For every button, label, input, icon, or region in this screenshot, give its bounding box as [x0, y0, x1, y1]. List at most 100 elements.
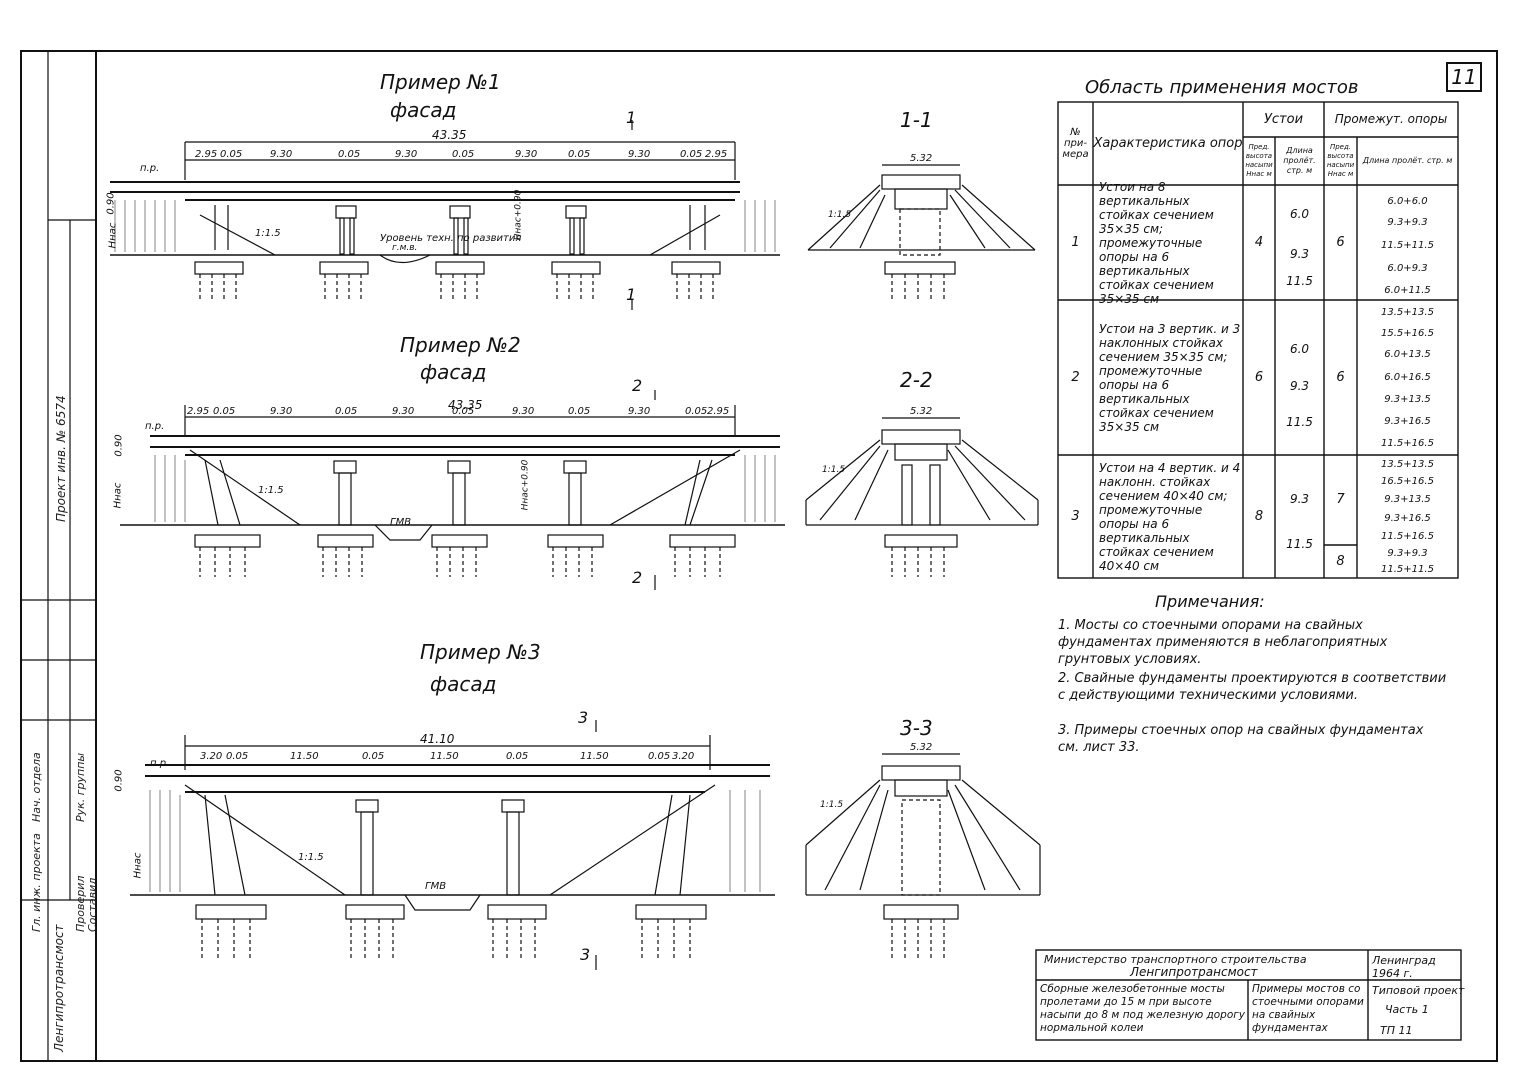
row-3-pier-height: 8 — [1336, 553, 1345, 569]
section-width: 5.32 — [910, 153, 933, 164]
example-3-facade — [130, 720, 775, 970]
slope-label: 1:1.5 — [255, 228, 281, 239]
span-dimension: 9.30 — [270, 406, 293, 417]
span-dimension: 9.30 — [515, 149, 538, 160]
row-2-pier-len: 15.5+16.5 — [1381, 328, 1434, 339]
row-2-pier-len: 6.0+13.5 — [1384, 349, 1431, 360]
embankment-height-label: Hнас — [107, 222, 119, 249]
drawing-inner-border — [95, 52, 1498, 1060]
sheet-number-box: 11 — [1446, 62, 1482, 92]
header-abut-height: Пред. высота насыпи Hнас м — [1245, 143, 1273, 178]
row-3-pier-len: 13.5+13.5 — [1381, 459, 1434, 470]
example-1-title: Пример №1 — [380, 70, 501, 94]
row-1-pier-len: 6.0+11.5 — [1384, 285, 1431, 296]
header-pier-height: Пред. высота насыпи Hнас м — [1326, 143, 1355, 178]
row-1-desc: Устои на 8 вертикальных стойках сечением… — [1099, 179, 1214, 306]
example-3-subtitle: фасад — [430, 672, 497, 696]
total-length: 43.35 — [432, 128, 467, 142]
span-dimension: 2.95 — [187, 406, 210, 417]
example-2-title: Пример №2 — [400, 333, 521, 357]
gmv-label: ГМВ — [390, 517, 412, 528]
drawing-frame — [20, 50, 1498, 1062]
sheet-number: 11 — [1451, 65, 1477, 89]
table-title: Область применения мостов — [1085, 77, 1359, 98]
section-mark: 3 — [580, 945, 591, 964]
row-1-pier-len: 6.0+9.3 — [1387, 263, 1428, 274]
header-abut-length: Длина пролёт. стр. м — [1283, 146, 1316, 175]
span-dimension: 11.50 — [290, 751, 319, 762]
row-2-pier-len: 13.5+13.5 — [1381, 307, 1434, 318]
example-1-subtitle: фасад — [390, 98, 457, 122]
example-2-subtitle: фасад — [420, 360, 487, 384]
notes-title: Примечания: — [1155, 592, 1265, 611]
span-dimension: 0.05 — [648, 751, 671, 762]
water-level-label: Уровень техн. по развития — [380, 233, 522, 244]
example-3-title: Пример №3 — [420, 640, 541, 664]
row-2-pier-len: 11.5+16.5 — [1381, 438, 1434, 449]
section-mark: 2 — [632, 568, 643, 587]
row-1-abut-len: 9.3 — [1289, 247, 1310, 261]
total-length: 43.35 — [448, 398, 483, 412]
slope-label: 1:1.5 — [298, 852, 324, 863]
row-3-pier-len: 9.3+13.5 — [1384, 494, 1431, 505]
section-slope: 1:1.5 — [820, 800, 844, 810]
gmv-label: ГМВ — [425, 881, 447, 892]
row-3-abut-len: 9.3 — [1289, 492, 1310, 506]
row-1-abut-len: 11.5 — [1286, 274, 1313, 288]
section-3-title: 3-3 — [900, 716, 933, 740]
span-dimension: 11.50 — [430, 751, 459, 762]
row-3-pier-height: 7 — [1336, 492, 1345, 507]
row-2-abut-len: 9.3 — [1289, 379, 1310, 393]
row-3-pier-len: 11.5+16.5 — [1381, 531, 1434, 542]
row-1-pier-len: 6.0+6.0 — [1387, 196, 1428, 207]
height-label: 0.90 — [105, 192, 117, 215]
span-dimension: 0.05 — [362, 751, 385, 762]
row-3-pier-len: 11.5+11.5 — [1381, 564, 1434, 575]
section-mark: 3 — [578, 708, 589, 727]
span-dimension: 2.95 — [707, 406, 730, 417]
span-dimension: 9.30 — [628, 149, 651, 160]
row-2-num: 2 — [1071, 369, 1080, 385]
title-block-code: ТП 11 — [1380, 1024, 1413, 1037]
span-dimension: 0.05 — [568, 406, 591, 417]
section-3-3 — [805, 753, 1041, 959]
span-dimension: 0.05 — [680, 149, 703, 160]
span-dimension: 0.05 — [568, 149, 591, 160]
example-2-facade — [120, 390, 785, 590]
span-dimension: 0.05 — [220, 149, 243, 160]
pier-height-label: Hнас+0.90 — [520, 459, 531, 511]
example-1-facade — [110, 120, 780, 310]
title-block-sheet-desc: Примеры мостов со стоечными опорами на с… — [1252, 983, 1364, 1034]
header-num: № при-мера — [1062, 127, 1089, 160]
span-dimension: 11.50 — [580, 751, 609, 762]
row-3-pier-len: 16.5+16.5 — [1381, 476, 1434, 487]
title-block-ministry: Министерство транспортного строительства — [1044, 953, 1307, 966]
row-1-pier-len: 11.5+11.5 — [1381, 240, 1434, 251]
span-dimension: 9.30 — [395, 149, 418, 160]
span-dimension: 0.05 — [213, 406, 236, 417]
section-1-title: 1-1 — [900, 108, 933, 132]
span-dimension: 0.05 — [335, 406, 358, 417]
title-block-grid — [1035, 949, 1462, 1041]
row-2-pier-len: 9.3+13.5 — [1384, 394, 1431, 405]
row-1-pier-height: 6 — [1336, 234, 1345, 250]
section-mark: 2 — [632, 376, 643, 395]
span-dimension: 0.05 — [452, 406, 475, 417]
section-slope: 1:1.5 — [822, 465, 846, 475]
row-3-pier-len: 9.3+9.3 — [1387, 548, 1428, 559]
embankment-height-label: Hнас — [112, 482, 124, 509]
section-2-title: 2-2 — [900, 368, 933, 392]
row-1-num: 1 — [1071, 234, 1080, 250]
row-1-abut-len: 6.0 — [1289, 207, 1310, 221]
span-dimension: 0.05 — [338, 149, 361, 160]
row-3-num: 3 — [1071, 508, 1080, 524]
section-2-2 — [805, 417, 1039, 577]
row-3-desc: Устои на 4 вертик. и 4 наклонн. стойках … — [1099, 460, 1241, 573]
span-dimension: 3.20 — [200, 751, 223, 762]
header-abutments: Устои — [1263, 111, 1304, 127]
span-dimension: 0.05 — [506, 751, 529, 762]
section-mark: 1 — [626, 108, 637, 127]
span-dimension: 0.05 — [452, 149, 475, 160]
embankment-height-label: Hнас — [132, 852, 144, 879]
